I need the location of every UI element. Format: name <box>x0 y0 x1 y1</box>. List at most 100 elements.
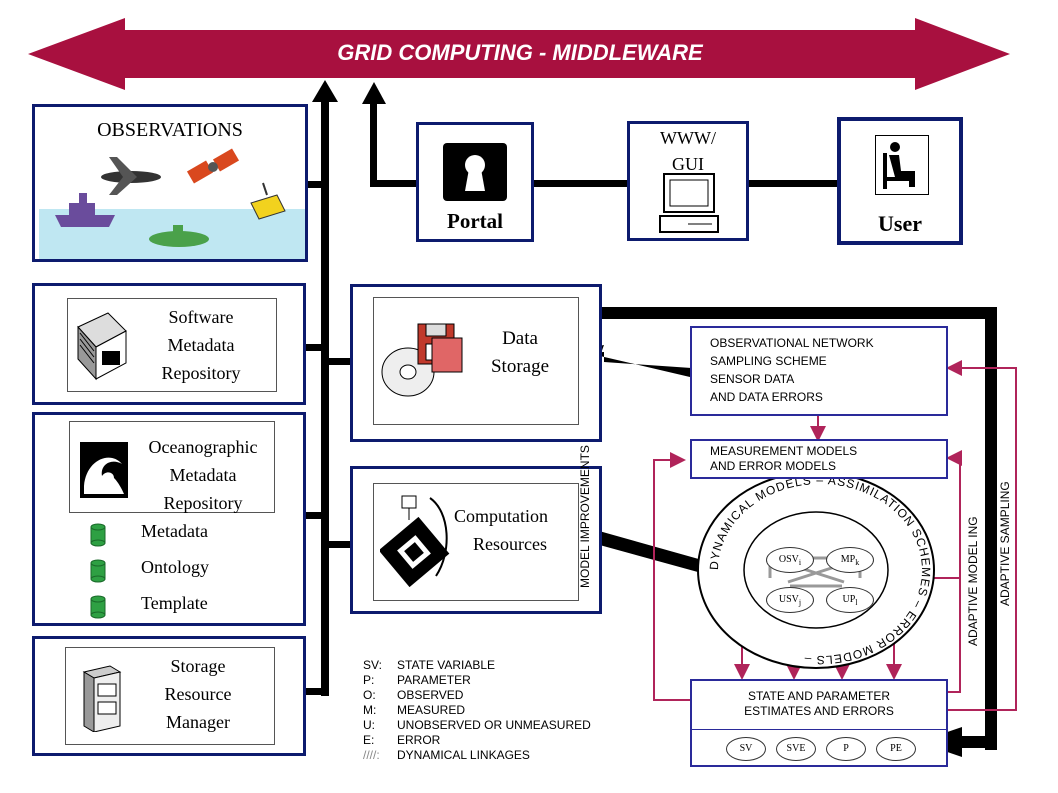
circle-text: DYNAMICAL MODELS – ASSIMILATION SCHEMES … <box>707 473 932 667</box>
legend-value: ERROR <box>397 733 441 747</box>
user-seated-icon <box>875 135 929 195</box>
obs-network-line4: AND DATA ERRORS <box>710 390 823 404</box>
measurement-models-box: MEASUREMENT MODELS AND ERROR MODELS <box>690 439 948 479</box>
legend-value: STATE VARIABLE <box>397 658 496 672</box>
legend-row: M: MEASURED <box>363 703 465 717</box>
data-storage-line2: Storage <box>490 356 550 377</box>
portal-box[interactable]: Portal <box>416 122 534 242</box>
processor-chip-icon <box>380 495 450 588</box>
observations-title: OBSERVATIONS <box>97 119 243 141</box>
legend-value: OBSERVED <box>397 688 464 702</box>
oceanographic-label-line2: Metadata <box>169 465 237 485</box>
db-item-template: Template <box>141 593 208 613</box>
osv-node: OSVi <box>766 547 814 573</box>
mp-label: MP <box>840 554 856 565</box>
legend-value: UNOBSERVED OR UNMEASURED <box>397 718 591 732</box>
obs-network-line2: SAMPLING SCHEME <box>710 354 827 368</box>
usv-subscript: j <box>798 598 802 607</box>
legend-key: O: <box>363 688 376 702</box>
state-estimates-divider <box>692 729 946 730</box>
software-label-line3: Repository <box>161 363 241 383</box>
osv-label: OSV <box>778 554 799 565</box>
legend-key: P: <box>363 673 375 687</box>
data-storage-panel: Data Storage <box>350 284 602 442</box>
db-item-metadata: Metadata <box>141 521 208 541</box>
storage-resource-panel: Storage Resource Manager <box>32 636 306 756</box>
adaptive-modeling-label: ADAPTIVE MODEL ING <box>966 516 980 646</box>
wave-icon <box>80 442 128 498</box>
computation-panel: Computation Resources <box>350 466 602 614</box>
state-estimates-line2: ESTIMATES AND ERRORS <box>744 704 894 718</box>
software-box-icon <box>77 312 127 381</box>
model-improvements-label: MODEL IMPROVEMENTS <box>578 445 592 588</box>
portal-label: Portal <box>447 209 503 233</box>
mp-subscript: k <box>855 558 860 567</box>
software-metadata-inner: Software Metadata Repository <box>67 298 277 392</box>
osv-subscript: i <box>798 558 802 567</box>
legend-row: ////: DYNAMICAL LINKAGES <box>363 748 530 762</box>
storage-label-line1: Storage <box>170 656 226 676</box>
gui-label: GUI <box>672 154 704 174</box>
www-gui-box[interactable]: WWW/ GUI <box>627 121 749 241</box>
observations-panel: OBSERVATIONS <box>32 104 308 262</box>
up-label: UP <box>842 594 856 605</box>
legend-row: E: ERROR <box>363 733 440 747</box>
legend-row: P: PARAMETER <box>363 673 471 687</box>
legend-key: E: <box>363 733 375 747</box>
storage-resource-inner: Storage Resource Manager <box>65 647 275 745</box>
user-label: User <box>878 211 922 236</box>
www-label: WWW/ <box>660 128 716 148</box>
computation-inner: Computation Resources <box>373 483 579 601</box>
legend-value: PARAMETER <box>397 673 471 687</box>
data-storage-line1: Data <box>502 328 538 349</box>
software-label-line2: Metadata <box>167 335 235 355</box>
software-label-line1: Software <box>168 307 234 327</box>
computation-line1: Computation <box>454 506 548 526</box>
legend-key: SV: <box>363 658 382 672</box>
storage-label-line3: Manager <box>166 712 230 732</box>
measurement-line2: AND ERROR MODELS <box>710 459 837 473</box>
legend-row: SV: STATE VARIABLE <box>363 658 495 672</box>
computer-icon <box>659 173 719 233</box>
storage-label-line2: Resource <box>164 684 232 704</box>
svg-text:DYNAMICAL MODELS – ASSIMILATIO: DYNAMICAL MODELS – ASSIMILATION SCHEMES … <box>707 473 933 667</box>
usv-label: USV <box>778 594 799 605</box>
oceanographic-metadata-panel: Oceanographic Metadata Repository Metada… <box>32 412 306 626</box>
circle-curved-text: DYNAMICAL MODELS – ASSIMILATION SCHEMES … <box>707 473 933 667</box>
software-metadata-panel: Software Metadata Repository <box>32 283 306 405</box>
legend-key: M: <box>363 703 377 717</box>
data-storage-inner: Data Storage <box>373 297 579 425</box>
banner-title: GRID COMPUTING - MIDDLEWARE <box>337 40 703 65</box>
legend-key: U: <box>363 718 375 732</box>
legend-value: MEASURED <box>397 703 466 717</box>
oceanographic-label-line1: Oceanographic <box>148 437 258 457</box>
state-estimates-box: STATE AND PARAMETER ESTIMATES AND ERRORS… <box>690 679 948 767</box>
adaptive-sampling-label: ADAPTIVE SAMPLING <box>998 481 1012 606</box>
legend-row: O: OBSERVED <box>363 688 463 702</box>
legend-key: ////: <box>363 748 380 762</box>
db-item-ontology: Ontology <box>141 557 210 577</box>
output-sve: SVE <box>776 737 816 761</box>
up-subscript: l <box>855 598 858 607</box>
keyhole-icon <box>443 143 507 201</box>
up-node: UPl <box>826 587 874 613</box>
state-estimates-line1: STATE AND PARAMETER <box>747 689 891 703</box>
observational-network-box: OBSERVATIONAL NETWORK SAMPLING SCHEME SE… <box>690 326 948 416</box>
observation-platforms-icon <box>39 148 305 259</box>
obs-network-line1: OBSERVATIONAL NETWORK <box>710 336 874 350</box>
mp-node: MPk <box>826 547 874 573</box>
disk-storage-icon <box>381 323 463 397</box>
user-box[interactable]: User <box>837 117 963 245</box>
banner-arrow <box>28 18 1010 90</box>
legend-value: DYNAMICAL LINKAGES <box>397 748 530 762</box>
usv-node: USVj <box>766 587 814 613</box>
filing-cabinet-icon <box>82 665 122 732</box>
oceanographic-label-line3: Repository <box>163 493 243 513</box>
computation-line2: Resources <box>473 534 547 554</box>
output-sv: SV <box>726 737 766 761</box>
output-pe: PE <box>876 737 916 761</box>
legend-row: U: UNOBSERVED OR UNMEASURED <box>363 718 591 732</box>
database-cylinder-icons <box>90 523 106 619</box>
legend: SV: STATE VARIABLE P: PARAMETER O: OBSERVED… <box>363 658 633 770</box>
obs-network-line3: SENSOR DATA <box>710 372 795 386</box>
